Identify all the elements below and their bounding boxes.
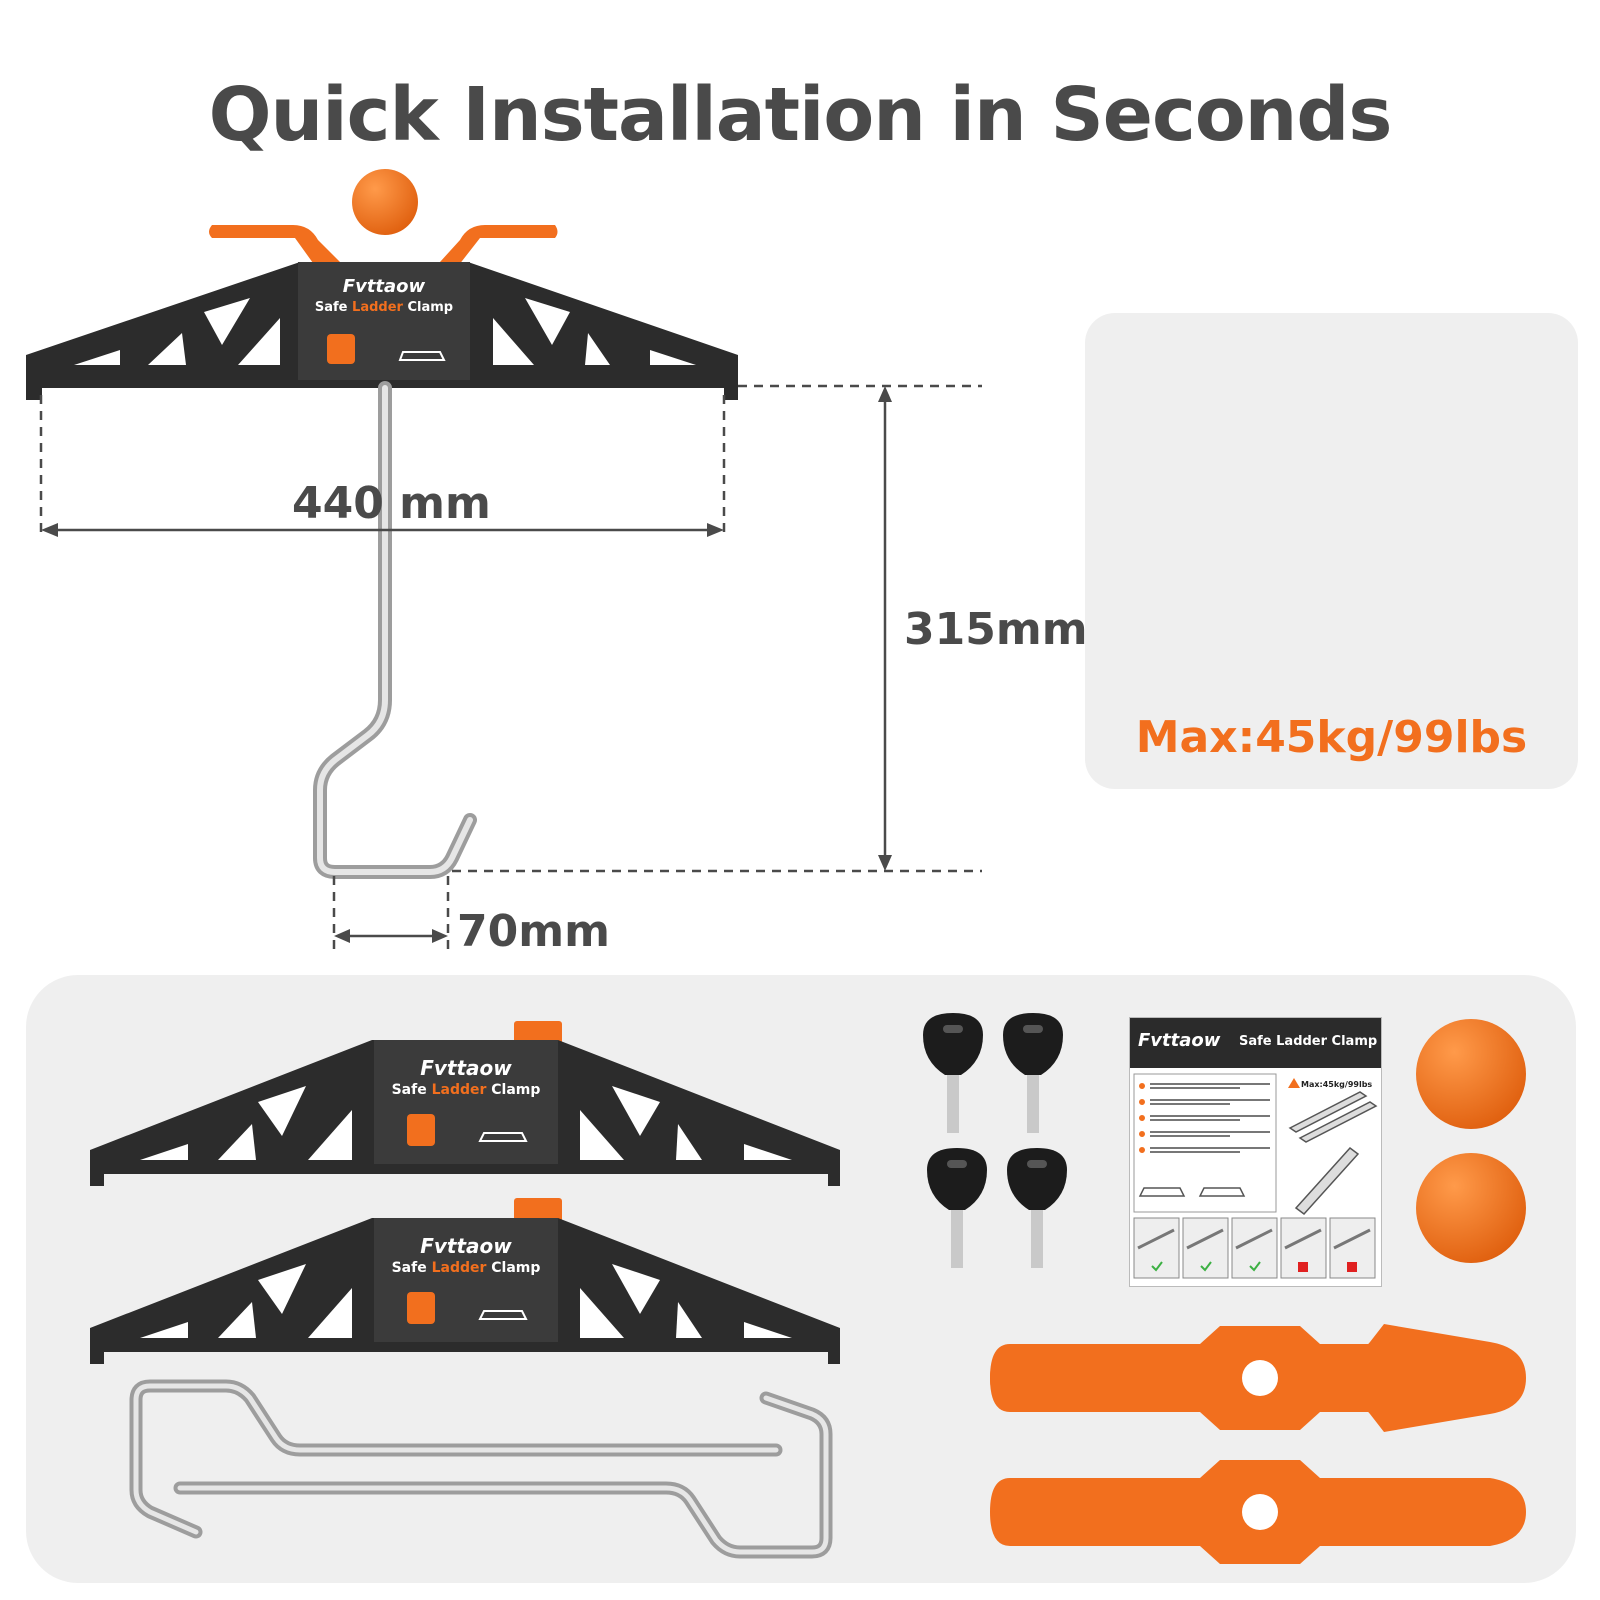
top-clamp-handle — [209, 169, 558, 270]
key-icon — [923, 1013, 983, 1133]
width-dimension-label: 440 mm — [292, 478, 491, 529]
manual-header: Fvttaow Safe Ladder Clamp — [1130, 1018, 1381, 1068]
key-icon — [927, 1148, 987, 1268]
hook-opening-dimension-label: 70mm — [457, 906, 610, 957]
knob-ball-icon — [1416, 1019, 1526, 1129]
key-icon — [1007, 1148, 1067, 1268]
manual-brand: Fvttaow — [1138, 1030, 1221, 1051]
key-icon — [1003, 1013, 1063, 1133]
instruction-manual: Fvttaow Safe Ladder Clamp Max:45kg/99lbs — [1129, 1017, 1382, 1287]
shield-badge-icon — [407, 1292, 435, 1324]
knob-ball-icon — [352, 169, 418, 235]
clamp-2-brand: Fvttaow — [420, 1234, 512, 1258]
hook-rods — [129, 1379, 833, 1559]
clamp-2-product-name: Safe Ladder Clamp — [391, 1260, 541, 1276]
top-clamp-product-name: Safe Ladder Clamp — [314, 300, 454, 315]
weight-limit-card — [1085, 313, 1578, 789]
manual-max-load: Max:45kg/99lbs — [1301, 1080, 1373, 1089]
clamp-body-1 — [90, 1021, 840, 1186]
shield-badge-icon — [407, 1114, 435, 1146]
manual-title: Safe Ladder Clamp — [1239, 1034, 1378, 1049]
clamp-1-brand: Fvttaow — [420, 1056, 512, 1080]
clamp-1-product-name: Safe Ladder Clamp — [391, 1082, 541, 1098]
top-clamp-body — [26, 262, 738, 400]
top-hook-rod — [313, 381, 477, 879]
height-dimension-label: 315mm — [904, 604, 1088, 655]
rubber-pad-2 — [990, 1460, 1526, 1564]
page-title: Quick Installation in Seconds — [208, 72, 1393, 158]
top-clamp-brand: Fvttaow — [342, 276, 426, 297]
max-load-label: Max:45kg/99lbs — [1135, 712, 1528, 763]
manual-graphics — [1133, 1073, 1378, 1279]
van-icon — [478, 1132, 528, 1142]
shield-badge-icon — [327, 334, 355, 364]
clamp-body-2 — [90, 1198, 840, 1364]
van-icon — [398, 351, 446, 361]
rubber-pad-1 — [990, 1324, 1526, 1432]
dimension-lines — [39, 384, 982, 952]
dimension-arrowheads — [41, 386, 892, 943]
van-icon — [478, 1310, 528, 1320]
knob-ball-icon — [1416, 1153, 1526, 1263]
